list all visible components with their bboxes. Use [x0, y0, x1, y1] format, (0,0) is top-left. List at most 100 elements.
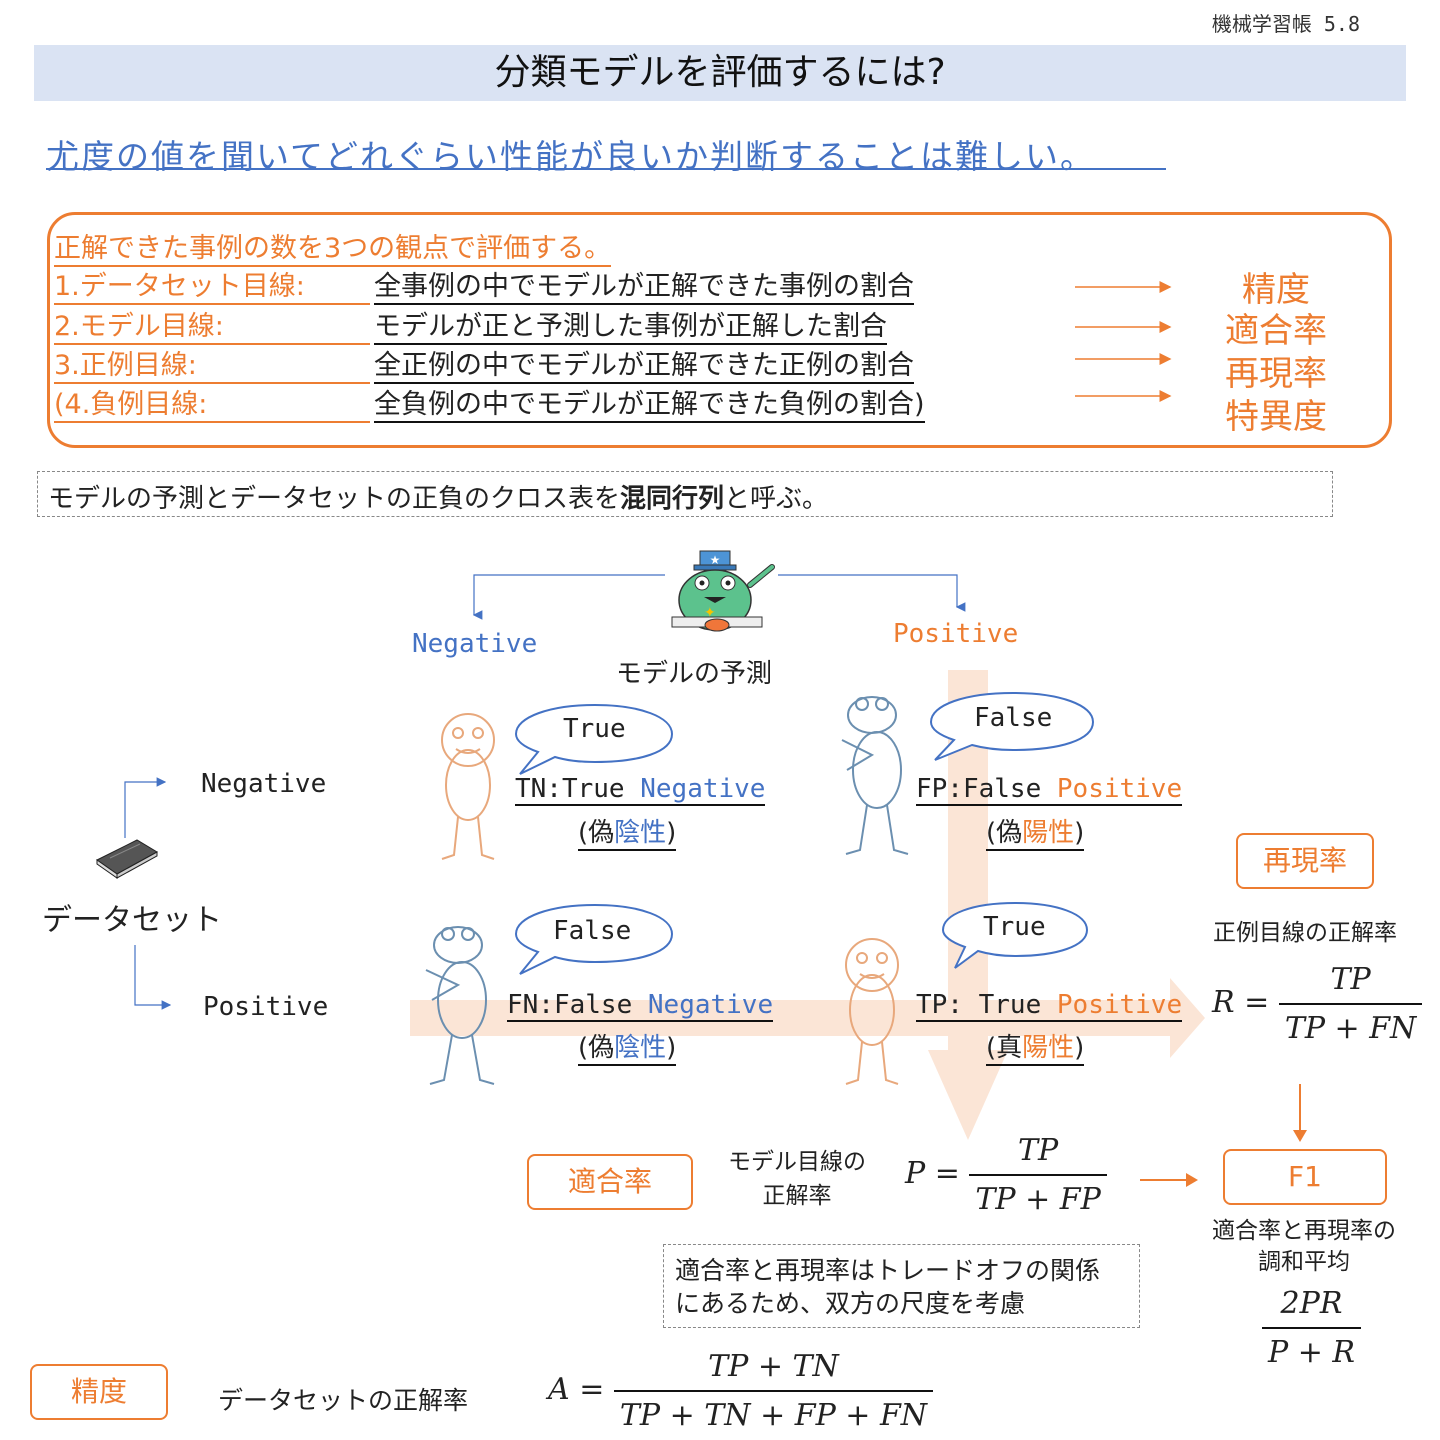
- accuracy-formula: A = TP + TN TP + TN + FP + FN: [548, 1349, 934, 1433]
- eval-row-label-2: 2.モデル目線:: [54, 304, 370, 345]
- fp-code-colored: Positive: [1056, 774, 1183, 804]
- metric-specificity: 特異度: [1225, 397, 1327, 437]
- tn-code-colored: Negative: [640, 774, 766, 804]
- eval-row-desc-2: モデルが正と予測した事例が正解した割合: [374, 304, 887, 345]
- f1-formula: 2PR P + R: [1262, 1286, 1361, 1370]
- tn-code: TN:True Negative: [515, 774, 766, 806]
- metric-precision: 適合率: [1225, 311, 1327, 351]
- prediction-label: モデルの予測: [616, 659, 773, 689]
- precision-fraction: TP TP + FP: [969, 1133, 1107, 1217]
- frog-standing-icon-2: [845, 938, 899, 1085]
- recall-lhs: R =: [1212, 985, 1270, 1020]
- accuracy-fraction: TP + TN TP + TN + FP + FN: [613, 1349, 934, 1433]
- f1-den: P + R: [1262, 1327, 1361, 1370]
- tp-code-prefix: TP: True: [916, 990, 1057, 1020]
- frog-judge-icon: ★ ✦: [671, 550, 775, 632]
- tp-sub-b: 陽性: [1022, 1033, 1075, 1063]
- accuracy-lhs: A =: [548, 1372, 605, 1407]
- fn-code-colored: Negative: [647, 990, 774, 1020]
- book-icon: [96, 839, 159, 879]
- svg-text:★: ★: [710, 553, 721, 567]
- dataset-negative-label: Negative: [201, 769, 327, 799]
- fn-code-prefix: FN:False: [507, 990, 648, 1020]
- tn-sub-a: (偽: [578, 818, 615, 848]
- tp-sub: (真陽性): [986, 1027, 1085, 1066]
- eval-row-label-1: 1.データセット目線:: [54, 264, 370, 305]
- fp-sub-b: 陽性: [1022, 818, 1075, 848]
- precision-to-f1-arrow: [1140, 1173, 1198, 1187]
- accuracy-num: TP + TN: [708, 1349, 839, 1384]
- dataset-positive-label: Positive: [203, 992, 329, 1022]
- tp-sub-c: ): [1074, 1033, 1085, 1063]
- tn-code-prefix: TN:True: [515, 774, 641, 804]
- recall-num: TP: [1330, 962, 1371, 997]
- fn-sub: (偽陰性): [578, 1027, 677, 1066]
- background-arrows: [410, 670, 1205, 1140]
- eval-row-desc-3: 全正例の中でモデルが正解できた正例の割合: [374, 343, 914, 384]
- eval-row-label-4: (4.負例目線:: [54, 382, 370, 423]
- tn-speech-bubble-icon: [514, 703, 674, 775]
- f1-box: F1: [1223, 1149, 1387, 1205]
- accuracy-box: 精度: [30, 1364, 168, 1420]
- fn-sub-c: ): [666, 1033, 677, 1063]
- page-title: 分類モデルを評価するには?: [494, 52, 946, 93]
- confusion-note-before: モデルの予測とデータセットの正負のクロス表を: [48, 484, 621, 514]
- fn-speech-bubble-icon: [514, 903, 674, 975]
- frog-thinking-icon-2: [425, 926, 495, 1085]
- recall-den: TP + FN: [1278, 1003, 1423, 1046]
- eval-row-desc-4: 全負例の中でモデルが正解できた負例の割合): [374, 382, 925, 423]
- f1-fraction: 2PR P + R: [1262, 1286, 1361, 1370]
- prediction-branch-arrows: [472, 574, 966, 620]
- confusion-note-box: [37, 471, 1333, 517]
- fp-code: FP:False Positive: [916, 774, 1183, 806]
- precision-formula: P = TP TP + FP: [905, 1133, 1107, 1217]
- tradeoff-note-line2: にあるため、双方の尺度を考慮: [675, 1289, 1026, 1318]
- recall-fraction: TP TP + FN: [1278, 962, 1423, 1046]
- tp-code: TP: True Positive: [916, 990, 1183, 1022]
- tp-speech-bubble-icon: [941, 901, 1089, 969]
- precision-box: 適合率: [527, 1154, 693, 1210]
- prediction-positive-label: Positive: [893, 619, 1019, 649]
- recall-to-f1-arrow: [1293, 1084, 1307, 1142]
- dataset-label: データセット: [42, 903, 222, 938]
- evaluation-heading: 正解できた事例の数を3つの観点で評価する。: [54, 226, 612, 267]
- tn-sub: (偽陰性): [578, 812, 677, 851]
- subtitle: 尤度の値を聞いてどれぐらい性能が良いか判断することは難しい。: [46, 137, 1096, 176]
- recall-desc: 正例目線の正解率: [1213, 920, 1397, 946]
- prediction-negative-label: Negative: [412, 629, 538, 659]
- precision-desc-2: 正解率: [762, 1183, 832, 1209]
- recall-box: 再現率: [1236, 833, 1374, 889]
- tp-bubble-text: True: [983, 912, 1046, 942]
- title-band: [34, 45, 1406, 101]
- fp-speech-bubble-icon: [929, 691, 1095, 761]
- accuracy-den: TP + TN + FP + FN: [613, 1390, 934, 1433]
- f1-desc-2: 調和平均: [1258, 1249, 1350, 1275]
- fn-bubble-text: False: [553, 916, 632, 946]
- subtitle-underline: [46, 168, 1166, 170]
- tp-sub-a: (真: [986, 1033, 1023, 1063]
- precision-lhs: P =: [905, 1156, 960, 1191]
- recall-formula: R = TP TP + FN: [1212, 962, 1423, 1046]
- frog-standing-icon: [441, 713, 495, 860]
- eval-row-label-3: 3.正例目線:: [54, 343, 370, 384]
- tradeoff-note-box: [663, 1244, 1140, 1328]
- evaluation-box: [47, 212, 1392, 448]
- tn-sub-c: ): [666, 818, 677, 848]
- metric-accuracy: 精度: [1242, 270, 1310, 310]
- precision-den: TP + FP: [969, 1174, 1107, 1217]
- f1-num: 2PR: [1280, 1286, 1343, 1321]
- precision-num: TP: [1018, 1133, 1059, 1168]
- fp-sub-a: (偽: [986, 818, 1023, 848]
- tn-sub-b: 陰性: [614, 818, 667, 848]
- fp-bubble-text: False: [974, 703, 1053, 733]
- fp-sub-c: ): [1074, 818, 1085, 848]
- f1-desc-1: 適合率と再現率の: [1212, 1218, 1396, 1244]
- tradeoff-note-line1: 適合率と再現率はトレードオフの関係: [675, 1256, 1101, 1285]
- metric-recall: 再現率: [1225, 354, 1327, 394]
- tn-bubble-text: True: [563, 714, 626, 744]
- fn-code: FN:False Negative: [507, 990, 774, 1022]
- dataset-branch-arrows: [124, 777, 172, 1010]
- tp-code-colored: Positive: [1056, 990, 1183, 1020]
- fp-sub: (偽陽性): [986, 812, 1085, 851]
- confusion-note-after: と呼ぶ。: [724, 484, 829, 514]
